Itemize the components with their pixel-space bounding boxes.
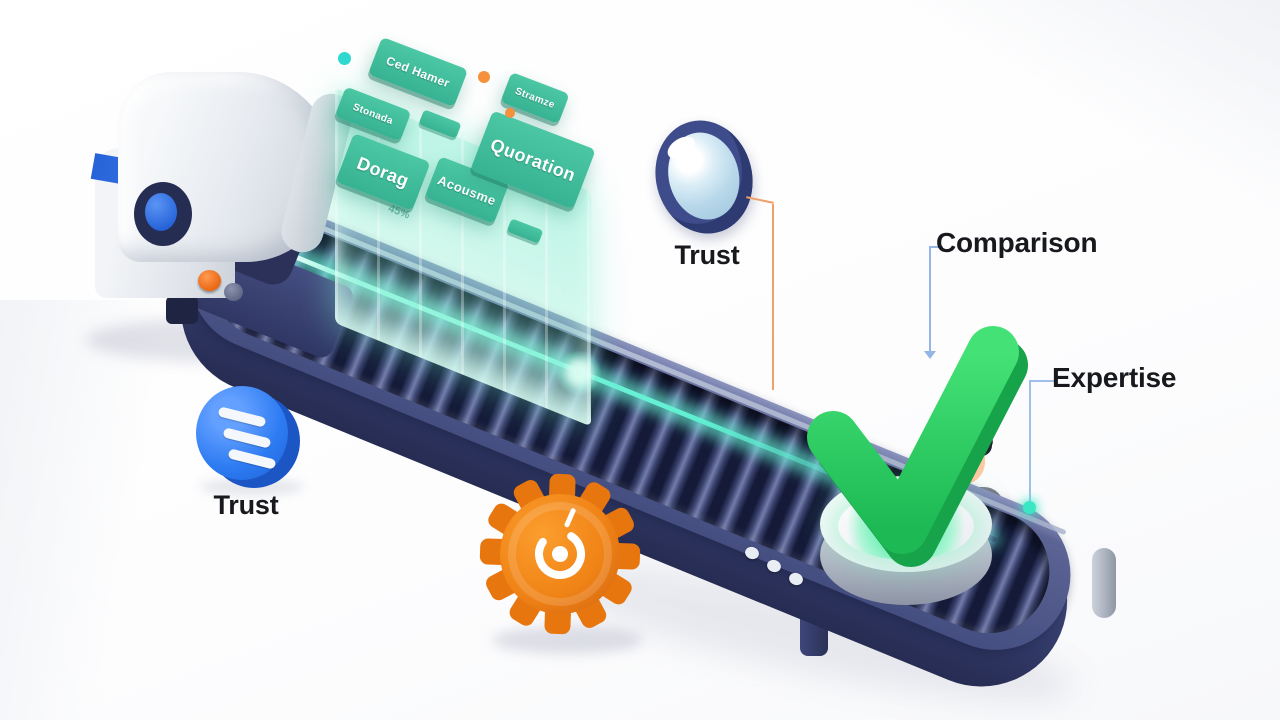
machine-port-button	[145, 193, 177, 231]
conveyor-end-handle	[1092, 548, 1116, 618]
machine-foot	[166, 296, 198, 324]
checkmark-face	[807, 326, 1019, 554]
arrow-down-icon	[924, 351, 936, 359]
magnifier-lens-icon	[643, 110, 765, 244]
gear-icon	[479, 473, 641, 635]
hologram-card: Ced Hamer	[367, 36, 469, 108]
connector-endpoint-dot	[1023, 501, 1036, 514]
checkmark-icon	[807, 326, 1028, 567]
connector-line-blue	[1030, 380, 1056, 382]
background-sweep	[0, 300, 230, 720]
orange-button	[198, 270, 221, 291]
floating-dot	[338, 52, 351, 65]
connector-line-blue	[1029, 380, 1031, 504]
connector-line-blue	[929, 246, 931, 352]
gray-button	[224, 283, 243, 301]
connector-line-orange	[746, 196, 774, 204]
background-sweep	[865, 0, 1280, 263]
lens-glass	[659, 124, 749, 228]
gear-body	[479, 473, 641, 635]
floating-dot	[505, 108, 515, 118]
gear-target-glyph	[535, 508, 585, 579]
expertise-label: Expertise	[1052, 362, 1177, 393]
comparison-label: Comparison	[936, 227, 1098, 258]
floating-dot	[478, 71, 490, 83]
lens-trust-label: Trust	[674, 240, 740, 270]
coin-trust-label: Trust	[213, 490, 279, 520]
connector-line-orange	[772, 204, 774, 390]
connector-line-blue	[929, 246, 943, 248]
